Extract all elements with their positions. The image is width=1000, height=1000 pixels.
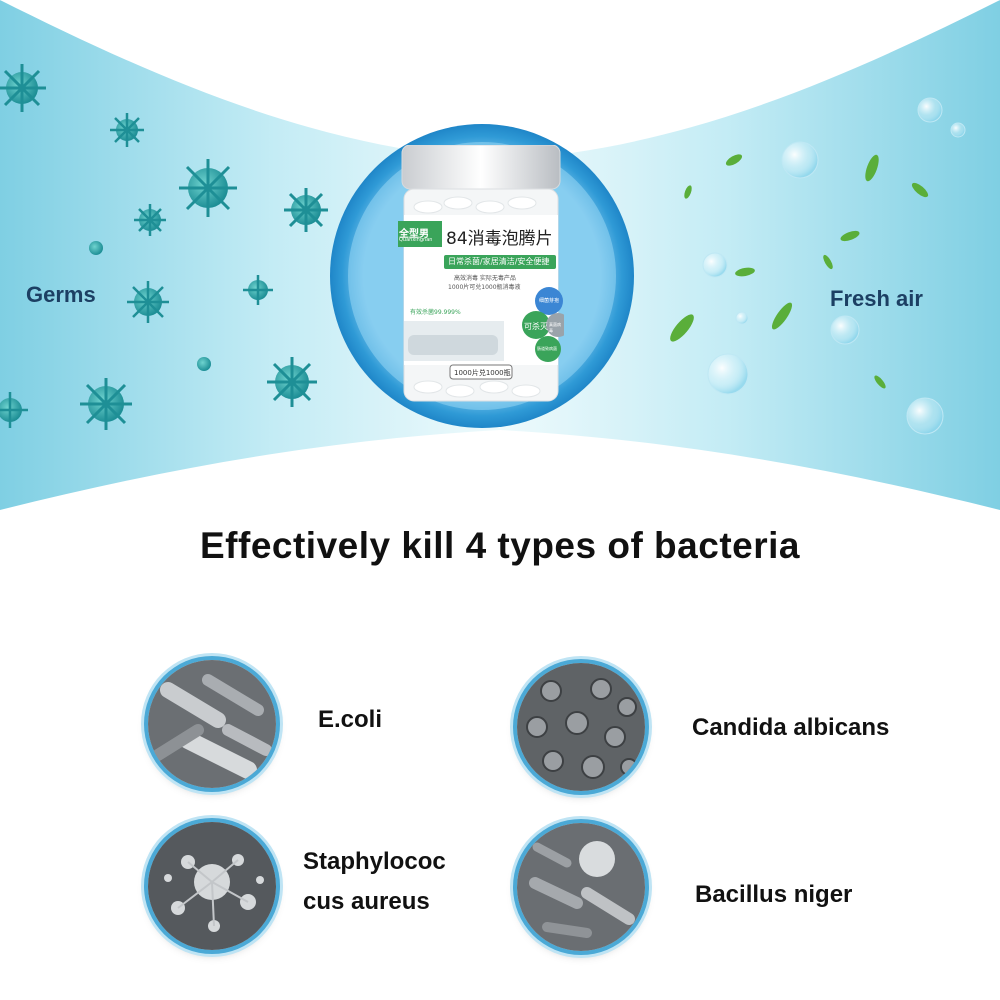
staph-label-line1: Staphylococ xyxy=(303,848,446,875)
bacillus-spores-icon xyxy=(517,823,645,951)
hero-banner: Germs Fresh air 全型 xyxy=(0,0,1000,510)
kill-rate: 有效杀菌99.999% xyxy=(410,309,461,316)
badge-spores: 细菌芽孢 xyxy=(539,298,560,304)
badge-fungi: 真菌病毒 xyxy=(549,322,561,333)
candida-label: Candida albicans xyxy=(692,714,890,741)
bacillus-image xyxy=(517,823,645,951)
product-desc-2: 1000片可兑1000瓶消毒液 xyxy=(448,284,521,291)
yeast-cells-icon xyxy=(517,663,645,791)
headline: Effectively kill 4 types of bacteria xyxy=(200,525,800,566)
product-title: 84消毒泡腾片 xyxy=(446,229,553,249)
product-desc-1: 高效消毒 实际无毒产品 xyxy=(454,275,516,282)
cocci-cluster-icon xyxy=(148,822,276,950)
badge-kill: 可杀灭 xyxy=(524,322,548,331)
germs-label: Germs xyxy=(26,282,96,307)
product-tagline: 日常杀菌/家居清洁/安全便捷 xyxy=(448,257,550,266)
bacillus-label: Bacillus niger xyxy=(695,881,853,908)
virus-icons xyxy=(0,64,328,430)
ecoli-image xyxy=(148,660,276,788)
brand-sub: Quanxingnan xyxy=(399,237,433,243)
staph-image xyxy=(148,822,276,950)
leaf-icons xyxy=(670,154,929,389)
brand-name: 全型男 xyxy=(399,229,429,240)
ecoli-label: E.coli xyxy=(318,706,383,733)
candida-image xyxy=(517,663,645,791)
product-jar: 全型男 Quanxingnan 84消毒泡腾片 日常杀菌/家居清洁/安全便捷 高… xyxy=(398,145,564,407)
badge-pathogen: 肠道致病菌 xyxy=(537,346,557,351)
tablet-count: 1000片兑1000瓶 xyxy=(454,369,511,377)
rod-bacteria-icon xyxy=(148,660,276,788)
staph-label-line2: cus aureus xyxy=(303,888,430,915)
fresh-air-label: Fresh air xyxy=(830,286,923,311)
bubble-icons xyxy=(702,97,966,435)
